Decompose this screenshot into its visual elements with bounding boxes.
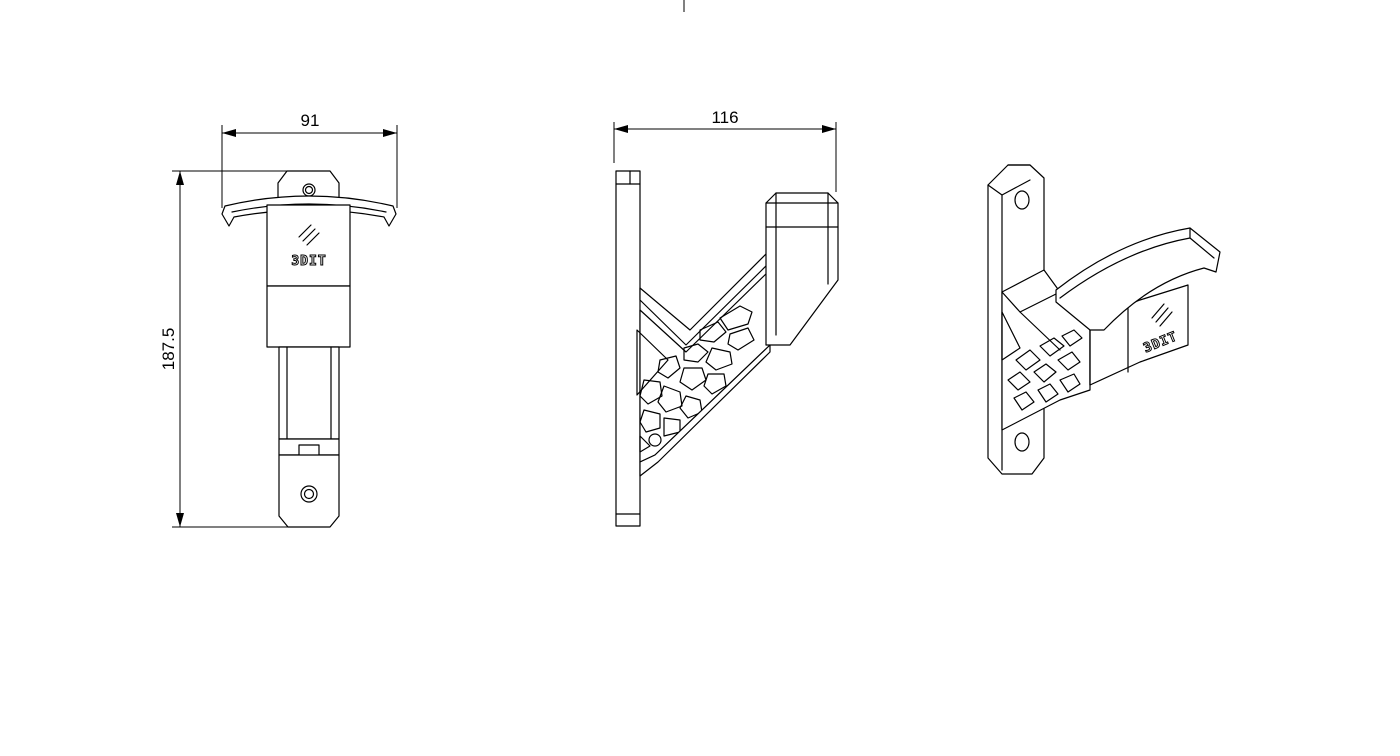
- iso-top-hole: [1014, 190, 1030, 210]
- front-upper-body: [266, 204, 351, 287]
- dimension-width-front: 91: [221, 111, 398, 208]
- dimension-label-height-front: 187.5: [159, 328, 178, 371]
- front-slot: [278, 438, 340, 456]
- front-lower-block: [266, 285, 351, 348]
- side-socket: [765, 192, 839, 346]
- iso-bottom-hole: [1014, 432, 1030, 452]
- side-cells: [639, 305, 755, 453]
- front-logo: 3DIT: [291, 224, 326, 270]
- iso-curved-arm: [1055, 227, 1221, 331]
- iso-cells: [1007, 329, 1083, 411]
- front-bottom-tab: [278, 454, 340, 528]
- front-view: 91 187.5 3DIT: [159, 111, 398, 528]
- front-bottom-hole: [300, 485, 318, 503]
- side-view: 116: [613, 108, 839, 527]
- front-arm: [221, 195, 397, 227]
- side-lower-diagonal: [639, 344, 771, 477]
- iso-view: 3DIT: [987, 164, 1221, 475]
- front-stem: [278, 346, 340, 440]
- dimension-height-front: 187.5: [159, 170, 300, 528]
- dimension-label-width-side: 116: [711, 108, 738, 127]
- svg-text:3DIT: 3DIT: [291, 254, 326, 269]
- dimension-label-width-front: 91: [301, 111, 320, 130]
- dimension-width-side: 116: [613, 108, 837, 192]
